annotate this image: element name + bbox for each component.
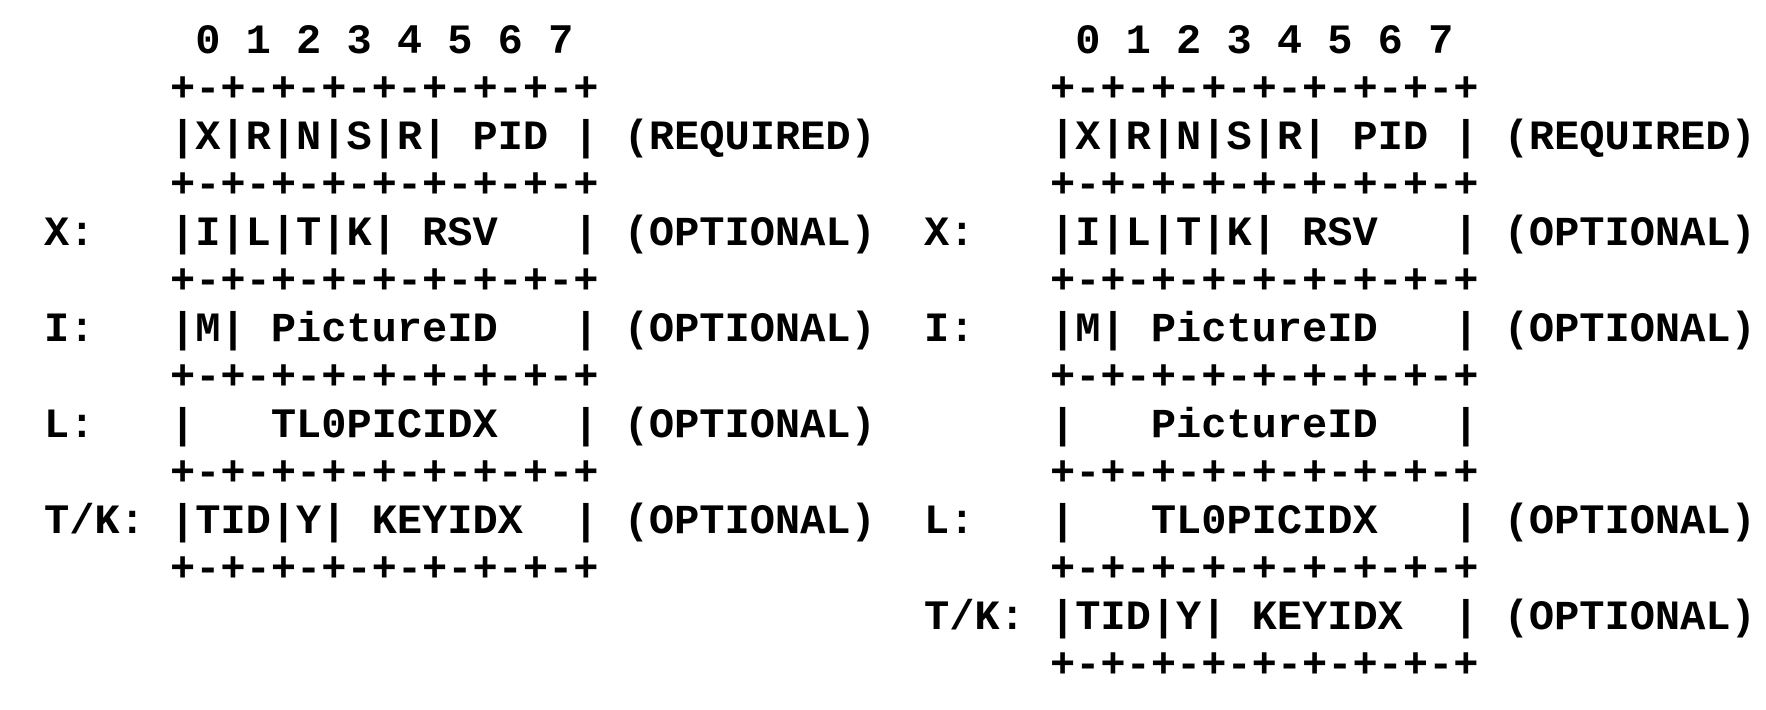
packet-diagram-left: 0 1 2 3 4 5 6 7 +-+-+-+-+-+-+-+-+ |X|R|N… [44,18,876,594]
packet-diagram-right: 0 1 2 3 4 5 6 7 +-+-+-+-+-+-+-+-+ |X|R|N… [924,18,1756,690]
